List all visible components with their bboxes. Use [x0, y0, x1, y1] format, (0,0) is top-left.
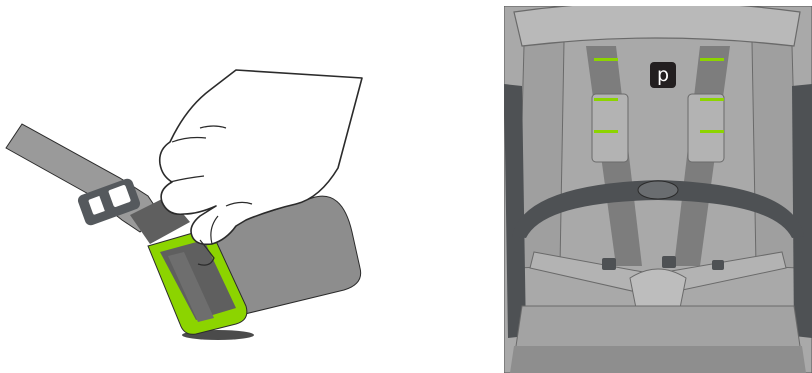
frame-bar-right — [792, 84, 812, 338]
seat-bottom-edge — [510, 346, 806, 373]
left-illustration-svg — [0, 0, 400, 373]
bumper-hub — [638, 181, 678, 199]
right-illustration-svg: p — [504, 6, 812, 373]
shoulder-pad-right — [688, 94, 724, 162]
left-illustration-strap-pad — [0, 0, 400, 373]
crotch-pad — [630, 269, 686, 308]
shoulder-pad-left — [592, 94, 628, 162]
right-illustration-stroller-seat: p — [504, 6, 812, 373]
position-badge: p — [650, 62, 676, 88]
position-badge-label: p — [657, 64, 669, 86]
